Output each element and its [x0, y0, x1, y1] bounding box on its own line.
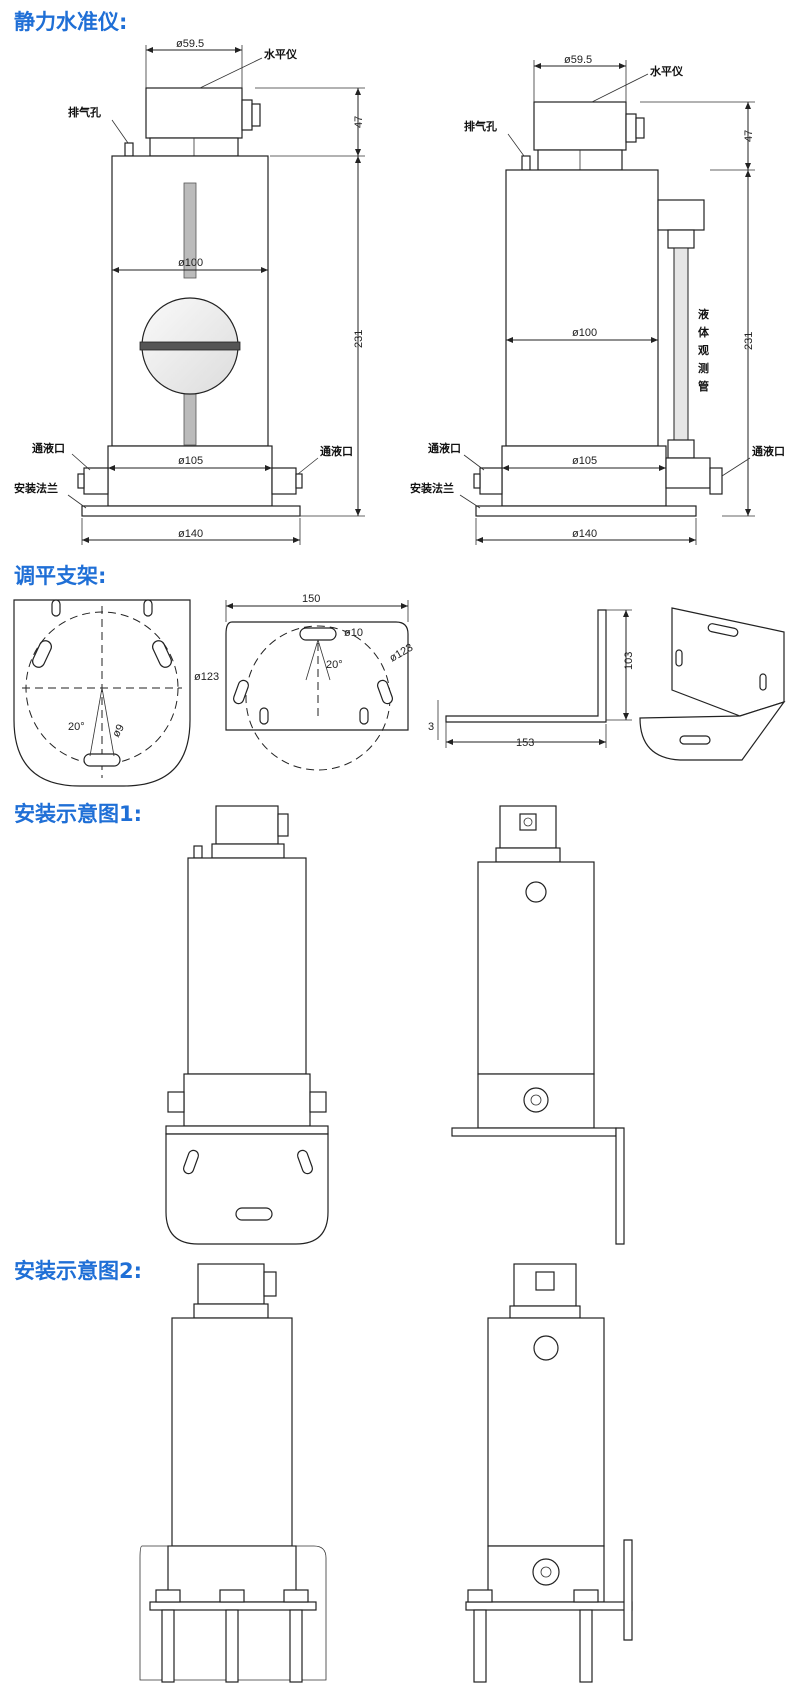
label-port-left-right: 通液口 — [428, 441, 461, 455]
sensor-body-right — [505, 169, 659, 447]
label-port-right-right: 通液口 — [752, 444, 785, 458]
label-level-right: 水平仪 — [650, 64, 684, 78]
label-flange-right: 安装法兰 — [410, 481, 454, 495]
hole-b: ø10 — [344, 627, 363, 639]
height-c: 103 — [623, 652, 635, 670]
svg-text:体: 体 — [698, 325, 710, 339]
dim-cap-height-right: 47 — [743, 130, 755, 142]
label-observation-tube: 液 体 观 测 管 — [698, 307, 710, 393]
tube-elbow — [657, 199, 705, 231]
label-flange: 安装法兰 — [14, 481, 58, 495]
svg-text:液: 液 — [698, 307, 710, 321]
observation-tube — [673, 247, 689, 441]
dim-cap-diameter-right: ø59.5 — [564, 54, 592, 66]
len-c: 153 — [516, 737, 534, 749]
label-vent: 排气孔 — [68, 105, 101, 119]
bracket-front-view-b: 150 ø10 20° ø123 — [225, 593, 415, 771]
dim-base-diameter: ø105 — [178, 455, 203, 467]
dim-flange-diameter: ø140 — [178, 528, 203, 540]
install-1-side — [451, 805, 625, 1245]
thick-c: 3 — [428, 721, 434, 733]
dim-body-diameter-right: ø100 — [572, 327, 597, 339]
svg-text:观: 观 — [698, 344, 709, 357]
install-1-front — [165, 805, 329, 1245]
level-cap — [145, 87, 243, 139]
liquid-port-left — [83, 467, 109, 495]
dia-a: ø123 — [194, 671, 219, 683]
dim-body-diameter: ø100 — [178, 257, 203, 269]
dim-base-diameter-right: ø105 — [572, 455, 597, 467]
bracket-3d-view — [639, 607, 786, 761]
install-2-side — [465, 1263, 633, 1683]
level-fitting — [241, 99, 253, 131]
dim-cap-height: 47 — [353, 116, 365, 128]
section-title-install-1: 安装示意图1: — [14, 802, 143, 826]
section-title-install-2: 安装示意图2: — [14, 1259, 143, 1283]
angle-a: 20° — [68, 721, 85, 733]
svg-text:测: 测 — [698, 361, 709, 375]
svg-text:管: 管 — [698, 379, 709, 393]
dim-total-height-right: 231 — [743, 332, 755, 350]
section-title-sensor: 静力水准仪: — [14, 10, 128, 34]
label-vent-right: 排气孔 — [464, 119, 497, 133]
hole-a: ø9 — [110, 722, 127, 739]
sensor-left-drawing: ø59.5 水平仪 排气孔 47 231 ø100 ø105 通液口 通液口 安… — [14, 38, 365, 545]
label-port-right: 通液口 — [320, 444, 353, 458]
install-2-front — [139, 1263, 327, 1683]
section-title-bracket: 调平支架: — [14, 564, 107, 588]
angle-b: 20° — [326, 659, 343, 671]
vent-port — [124, 142, 134, 157]
mount-flange — [81, 505, 301, 517]
label-level: 水平仪 — [264, 47, 298, 61]
bracket-front-view-a: 20° ø9 ø123 — [13, 599, 219, 787]
liquid-port-right — [271, 467, 297, 495]
bracket-side-view: 103 153 3 — [428, 609, 635, 749]
sensor-right-drawing: ø59.5 水平仪 排气孔 47 231 ø100 液 体 观 测 管 ø105… — [410, 54, 785, 545]
width-b: 150 — [302, 593, 320, 605]
label-port-left: 通液口 — [32, 441, 65, 455]
dim-flange-diameter-right: ø140 — [572, 528, 597, 540]
dim-cap-diameter: ø59.5 — [176, 38, 204, 50]
dim-total-height: 231 — [353, 330, 365, 348]
